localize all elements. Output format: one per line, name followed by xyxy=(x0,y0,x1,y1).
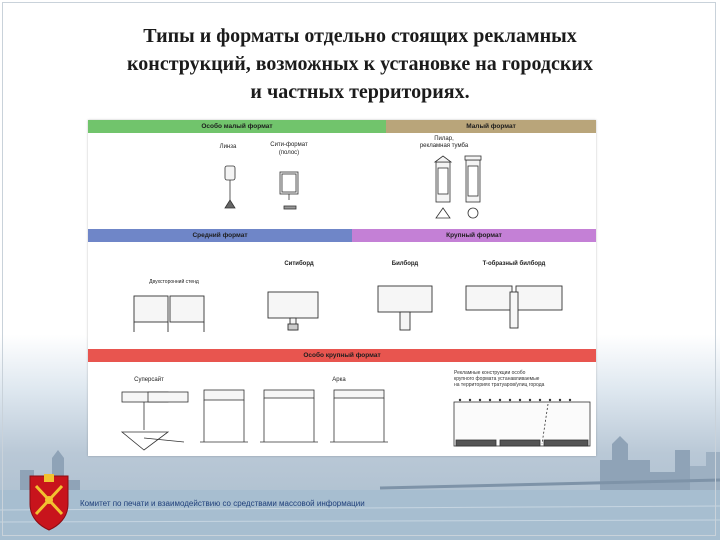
band-extra-small-format: Особо малый формат xyxy=(88,120,386,133)
band-extra-large-format: Особо крупный формат xyxy=(88,349,596,362)
band-small-format: Малый формат xyxy=(386,120,596,133)
label-bilbord: Билборд xyxy=(391,261,419,267)
citybord-drawing xyxy=(267,291,319,319)
title-line-1: Типы и форматы отдельно стоящих рекламны… xyxy=(143,25,577,47)
label-note-line3: на территориях тратуаров/улиц города xyxy=(454,382,545,388)
label-note-line2: крупного формата устанавливаемые xyxy=(454,376,540,382)
arka-drawing xyxy=(203,389,245,401)
formats-figure: Особо малый формат Малый формат Линза Си… xyxy=(88,120,596,456)
label-citi-format-sub: (полос) xyxy=(278,150,300,156)
label-tumba: рекламная тумба xyxy=(419,143,469,149)
band-large-format: Крупный формат xyxy=(352,229,596,242)
label-citybord: Ситиборд xyxy=(284,261,314,267)
slide-title: Типы и форматы отдельно стоящих рекламны… xyxy=(40,22,680,106)
label-t-bilbord: T-образный билборд xyxy=(482,261,546,267)
format-drawings-extra-large xyxy=(120,389,591,451)
bilbord-drawing xyxy=(377,285,433,313)
double-stand-drawing xyxy=(133,295,169,323)
label-pilar: Пилар, xyxy=(434,136,454,142)
label-note-line1: Рекламные конструкции особо xyxy=(454,370,526,376)
label-arka: Арка xyxy=(332,377,346,383)
label-supersite: Суперсайт xyxy=(134,377,164,383)
band-medium-format: Средний формат xyxy=(88,229,352,242)
city-panorama xyxy=(0,436,720,540)
format-drawings xyxy=(224,155,482,219)
footer-org-text: Комитет по печати и взаимодействию со ср… xyxy=(80,499,365,508)
label-linza: Линза xyxy=(219,144,237,150)
t-bilbord-drawing xyxy=(465,285,513,311)
title-line-2: конструкций, возможных к установке на го… xyxy=(127,53,593,75)
format-drawings-medium-large xyxy=(133,285,563,332)
coat-of-arms-icon xyxy=(29,474,69,531)
label-citi-format: Сити-формат xyxy=(270,142,308,148)
label-double-stand: Двухсторонний стенд xyxy=(149,279,199,285)
title-line-3: и частных территориях. xyxy=(250,81,470,103)
